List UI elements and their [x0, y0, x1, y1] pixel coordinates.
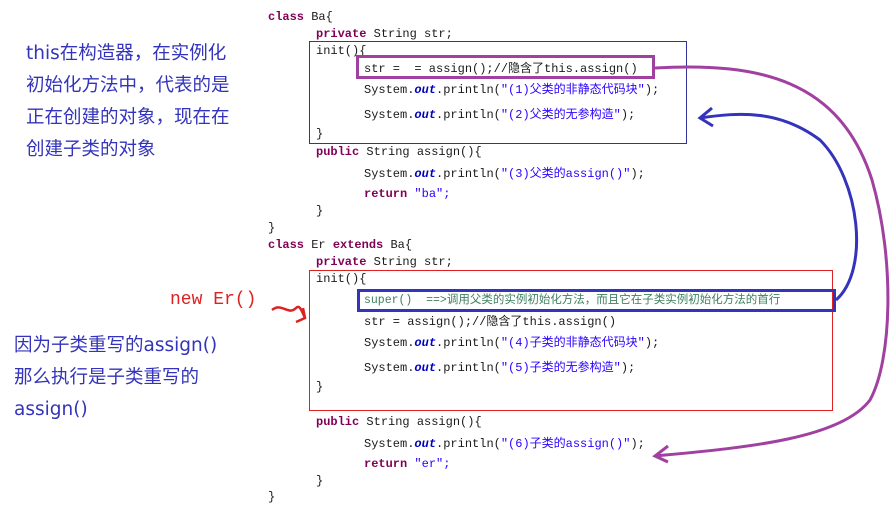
ba-assign-call-line: str = = assign();//隐含了this.assign()	[364, 62, 638, 76]
class-name: Ba{	[383, 238, 413, 252]
er-class-line: class Er extends Ba{	[268, 238, 412, 252]
override-note-line: 因为子类重写的assign()	[14, 335, 218, 356]
purple-assign-arrow	[654, 65, 890, 458]
close-paren: );	[644, 336, 660, 350]
field-decl: String str;	[366, 255, 453, 269]
out-field: out	[414, 167, 437, 181]
close-paren: );	[630, 437, 645, 451]
println: .println(	[436, 83, 501, 97]
er-super-line: super() ==>调用父类的实例初始化方法，而且它在子类实例初始化方法的首行	[364, 294, 781, 307]
string-literal: "(4)子类的非静态代码块"	[500, 336, 645, 350]
keyword: class	[268, 238, 305, 252]
er-return-line: return "er";	[364, 457, 450, 471]
ba-init-box	[309, 41, 687, 144]
ba-class-close: }	[268, 221, 276, 235]
er-assign-decl-line: public String assign(){	[316, 415, 482, 429]
er-print5-line: System.out.println("(5)子类的无参构造");	[364, 361, 635, 375]
this-note-line: 初始化方法中，代表的是	[26, 75, 230, 96]
method-decl: String assign(){	[359, 415, 482, 429]
close-paren: );	[620, 361, 636, 375]
ba-init-close: }	[316, 127, 324, 141]
override-note: 因为子类重写的assign() 那么执行是子类重写的 assign()	[14, 330, 217, 426]
er-print4-line: System.out.println("(4)子类的非静态代码块");	[364, 336, 659, 350]
system: System.	[364, 83, 415, 97]
string-literal: "(3)父类的assign()"	[500, 167, 631, 181]
field-decl: String str;	[366, 27, 453, 41]
this-note-line: 创建子类的对象	[26, 139, 156, 160]
er-assign-call-line: str = assign();//隐含了this.assign()	[364, 315, 617, 329]
ba-return-line: return "ba";	[364, 187, 450, 201]
keyword: extends	[332, 238, 384, 252]
ba-assign-decl-line: public String assign(){	[316, 145, 482, 159]
println: .println(	[436, 336, 501, 350]
string-literal: "(5)子类的无参构造"	[500, 361, 621, 375]
string-literal: "ba";	[407, 187, 451, 201]
keyword: public	[316, 145, 360, 159]
out-field: out	[414, 361, 437, 375]
override-note-line: assign()	[14, 399, 88, 420]
er-class-close: }	[268, 490, 276, 504]
string-literal: "er";	[407, 457, 451, 471]
ba-print2-line: System.out.println("(2)父类的无参构造");	[364, 108, 635, 122]
close-paren: );	[644, 83, 660, 97]
class-name: Er	[304, 238, 333, 252]
close-paren: );	[620, 108, 636, 122]
out-field: out	[414, 336, 437, 350]
keyword: return	[364, 187, 408, 201]
red-entry-arrow	[271, 305, 307, 319]
keyword: return	[364, 457, 408, 471]
keyword: class	[268, 10, 305, 24]
this-note: this在构造器，在实例化 初始化方法中，代表的是 正在创建的对象，现在在 创建…	[26, 38, 230, 166]
ba-print1-line: System.out.println("(1)父类的非静态代码块");	[364, 83, 659, 97]
er-init-line: init(){	[316, 272, 367, 286]
ba-class-line: class Ba{	[268, 10, 333, 24]
purple-arrowhead	[652, 444, 669, 464]
method-decl: String assign(){	[359, 145, 482, 159]
close-paren: );	[630, 167, 645, 181]
system: System.	[364, 167, 415, 181]
ba-print3-line: System.out.println("(3)父类的assign()");	[364, 167, 645, 181]
er-print6-line: System.out.println("(6)子类的assign()");	[364, 437, 645, 451]
er-init-close: }	[316, 380, 324, 394]
system: System.	[364, 361, 415, 375]
er-super-box	[357, 289, 836, 312]
ba-assign-call-box	[356, 55, 655, 79]
out-field: out	[414, 437, 437, 451]
er-field-line: private String str;	[316, 255, 453, 269]
ba-field-line: private String str;	[316, 27, 453, 41]
system: System.	[364, 437, 415, 451]
this-note-line: this在构造器，在实例化	[26, 43, 227, 64]
blue-super-arrow	[699, 112, 859, 302]
println: .println(	[436, 108, 501, 122]
override-note-line: 那么执行是子类重写的	[14, 367, 200, 388]
keyword: private	[316, 255, 367, 269]
ba-init-line: init(){	[316, 44, 367, 58]
println: .println(	[436, 437, 501, 451]
class-name: Ba{	[304, 10, 333, 24]
out-field: out	[414, 108, 437, 122]
string-literal: "(2)父类的无参构造"	[500, 108, 621, 122]
string-literal: "(6)子类的assign()"	[500, 437, 631, 451]
keyword: public	[316, 415, 360, 429]
system: System.	[364, 108, 415, 122]
er-assign-close: }	[316, 474, 324, 488]
blue-arrowhead	[697, 106, 714, 128]
er-init-box	[309, 270, 833, 411]
string-literal: "(1)父类的非静态代码块"	[500, 83, 645, 97]
out-field: out	[414, 83, 437, 97]
println: .println(	[436, 361, 501, 375]
println: .println(	[436, 167, 501, 181]
ba-assign-close: }	[316, 204, 324, 218]
system: System.	[364, 336, 415, 350]
new-er-label: new Er()	[170, 290, 257, 310]
keyword: private	[316, 27, 367, 41]
red-arrowhead	[295, 307, 307, 324]
this-note-line: 正在创建的对象，现在在	[26, 107, 230, 128]
